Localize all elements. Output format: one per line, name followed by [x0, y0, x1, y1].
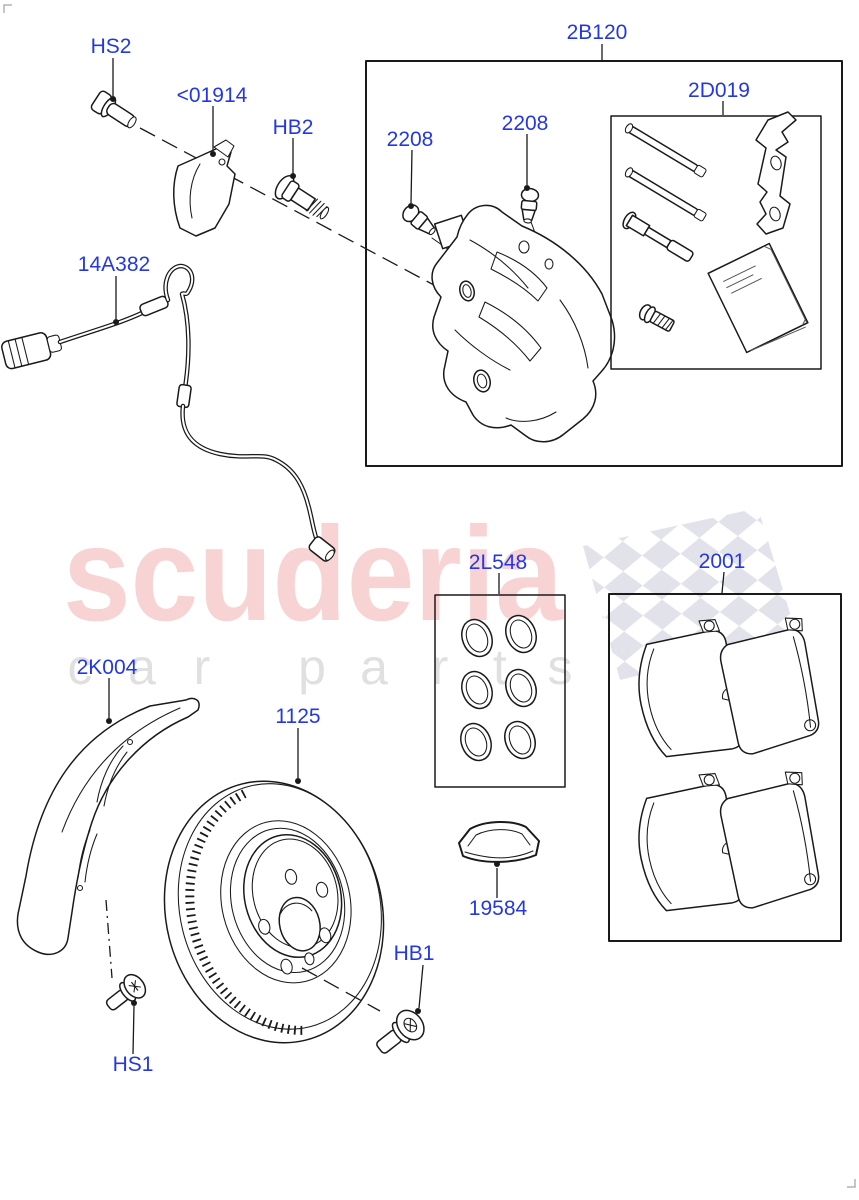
tagline-letter: r [432, 639, 449, 695]
tagline-letter: a [360, 639, 388, 695]
diagram-art [1, 60, 843, 1054]
brake-pad-4 [719, 771, 820, 909]
kit-box-2l548 [434, 594, 566, 788]
tagline-letter: r [194, 639, 211, 695]
tagline-letter: s [548, 639, 573, 695]
callout-hb2[interactable]: HB2 [273, 116, 314, 139]
tagline-letter: p [298, 639, 326, 695]
tagline-letter: t [493, 639, 507, 695]
splash-shield-drawing [16, 697, 200, 956]
guide-pin-1-drawing [624, 123, 707, 178]
callout-01914[interactable]: <01914 [177, 84, 248, 107]
callout-hs1[interactable]: HS1 [113, 1053, 154, 1076]
brake-pad-3 [638, 773, 744, 912]
guide-pin-2-drawing [624, 167, 707, 222]
kit-box-2001 [608, 593, 842, 942]
callout-2208-right[interactable]: 2208 [502, 112, 549, 135]
bleed-screw-right-drawing [520, 187, 540, 224]
grease-sachet-drawing [458, 821, 540, 863]
wear-sensor-cable-drawing [1, 263, 336, 562]
brake-pad-2 [719, 617, 820, 755]
bolt-hb1-drawing [376, 1009, 425, 1054]
disc-lug-holes [258, 868, 332, 975]
assembly-axis-line [139, 127, 448, 293]
bleed-screw-left-drawing [402, 204, 436, 236]
kit-small-bolt-drawing [638, 304, 675, 332]
leader-hs1 [132, 1005, 135, 1055]
brake-caliper-drawing [431, 204, 616, 443]
kit-box-2d019 [610, 115, 822, 370]
callout-labels: HS2 <01914 HB2 2B120 2D019 2208 2208 14A… [77, 21, 750, 1076]
callout-hs2[interactable]: HS2 [91, 35, 132, 58]
corner-mark-br [847, 1179, 856, 1188]
callout-2k004[interactable]: 2K004 [77, 656, 138, 679]
instruction-booklet-drawing [707, 242, 809, 354]
kit-box-2b120 [365, 60, 843, 467]
callout-14a382[interactable]: 14A382 [78, 253, 150, 276]
callout-2b120[interactable]: 2B120 [567, 21, 628, 44]
callout-2l548[interactable]: 2L548 [469, 551, 527, 574]
leader-2001 [721, 571, 725, 594]
guide-bolt-drawing [622, 211, 694, 262]
callout-2001[interactable]: 2001 [699, 550, 746, 573]
brake-pads [638, 617, 820, 912]
disc-bolt-axis-line [301, 967, 381, 1012]
tagline-letter: c [68, 639, 93, 695]
bolt-hs2-drawing [90, 90, 137, 129]
leader-hb1 [418, 964, 424, 1009]
brake-disc-drawing [163, 780, 385, 1044]
pad-retainer-bracket-drawing [172, 139, 236, 237]
corner-mark-tl [3, 4, 12, 13]
shield-axis-line [105, 899, 113, 979]
anti-rattle-clip-drawing [755, 111, 797, 235]
tagline-letter: a [128, 639, 156, 695]
leader-2208-left [410, 149, 413, 204]
callout-19584[interactable]: 19584 [469, 897, 528, 920]
leader-lines [106, 44, 725, 1055]
seal-rings [460, 614, 537, 762]
bolt-hb2-drawing [274, 174, 330, 220]
watermark-tagline: c a r p a r t s [68, 639, 573, 695]
callout-1125[interactable]: 1125 [275, 705, 320, 728]
callout-2d019[interactable]: 2D019 [688, 79, 750, 102]
callout-hb1[interactable]: HB1 [394, 942, 435, 965]
bolt-hs1-drawing [105, 973, 147, 1011]
callout-2208-left[interactable]: 2208 [387, 128, 434, 151]
